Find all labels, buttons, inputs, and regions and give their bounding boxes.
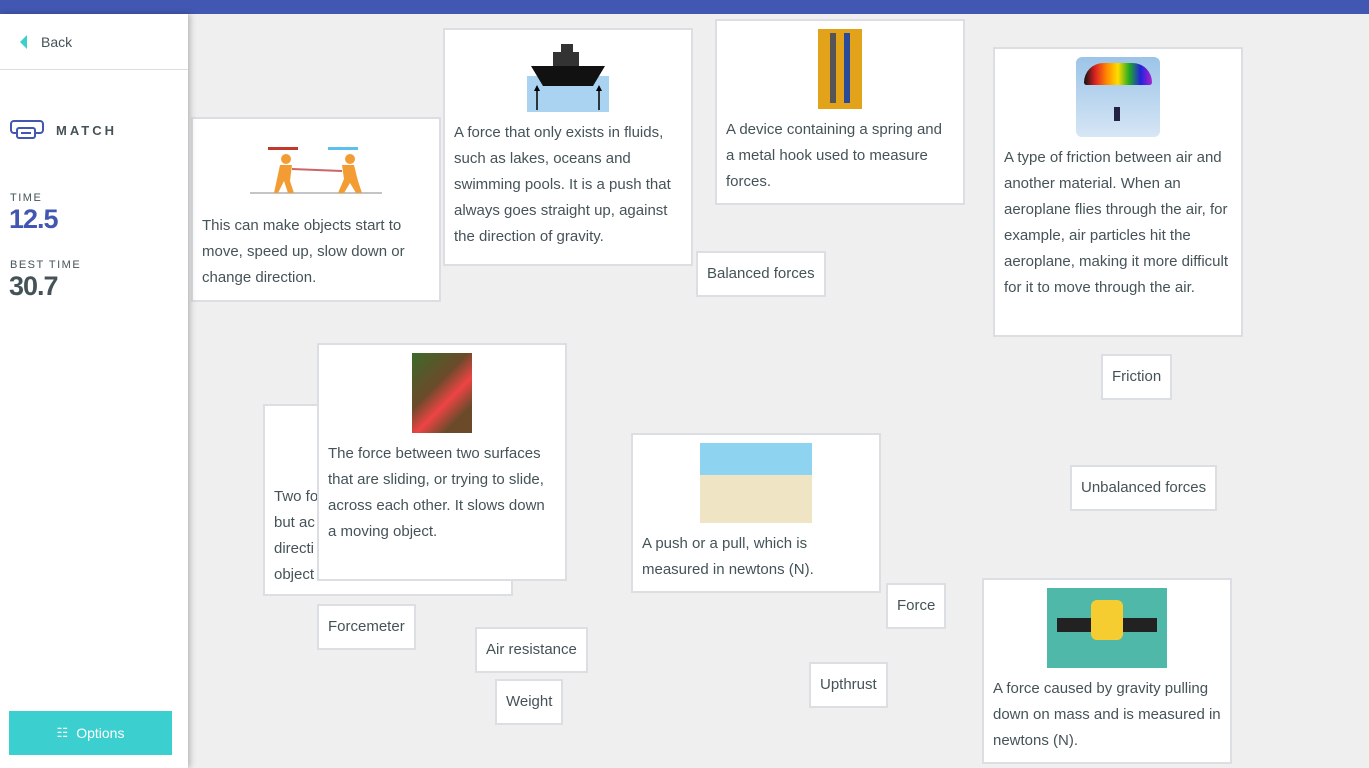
best-time-label: BEST TIME — [10, 259, 82, 271]
card-text-line: object — [274, 566, 315, 583]
card-text-line: but ac — [274, 514, 315, 531]
mode-title: MATCH — [10, 120, 188, 140]
forcemeter-image — [818, 29, 862, 109]
card-text-line: Two fo — [274, 488, 319, 505]
term-tile-balanced-forces[interactable]: Balanced forces — [696, 251, 826, 297]
term-tile-unbalanced-forces[interactable]: Unbalanced forces — [1070, 465, 1218, 511]
definition-card-force-effects[interactable]: This can make objects start to move, spe… — [191, 117, 441, 302]
definition-card-force[interactable]: A push or a pull, which is measured in n… — [631, 433, 881, 593]
tug-of-war-photo-image — [700, 443, 812, 523]
term-tile-force[interactable]: Force — [886, 583, 947, 629]
time-label: TIME — [10, 192, 43, 204]
definition-card-upthrust[interactable]: A force that only exists in fluids, such… — [443, 28, 693, 266]
ship-upthrust-image — [527, 44, 609, 112]
tug-of-war-image — [250, 147, 382, 194]
card-text: A push or a pull, which is measured in n… — [642, 535, 814, 578]
card-text: The force between two surfaces that are … — [328, 445, 545, 540]
term-tile-air-resistance[interactable]: Air resistance — [475, 627, 588, 673]
sidebar: Back MATCH TIME 12.5 BEST TIME 30.7 ☷ Opt… — [0, 14, 188, 768]
options-button[interactable]: ☷ Options — [9, 711, 172, 755]
parachute-image — [1076, 57, 1160, 137]
card-text: A type of friction between air and anoth… — [1004, 149, 1229, 296]
back-arrow-icon — [20, 34, 27, 49]
definition-card-forcemeter[interactable]: A device containing a spring and a metal… — [715, 19, 965, 205]
lego-weightlifter-image — [1047, 588, 1167, 668]
top-bar — [0, 0, 1369, 14]
card-text: A force that only exists in fluids, such… — [454, 124, 671, 245]
options-label: Options — [76, 725, 125, 741]
back-label: Back — [41, 33, 73, 50]
card-text: A force caused by gravity pulling down o… — [993, 680, 1221, 749]
term-tile-upthrust[interactable]: Upthrust — [809, 662, 888, 708]
definition-card-friction[interactable]: The force between two surfaces that are … — [317, 343, 567, 581]
slide-image — [412, 353, 472, 433]
definition-card-weight[interactable]: A force caused by gravity pulling down o… — [982, 578, 1232, 764]
match-icon — [10, 120, 44, 139]
back-button[interactable]: Back — [0, 14, 188, 70]
best-time-value: 30.7 — [9, 271, 59, 301]
time-value: 12.5 — [9, 204, 59, 234]
mode-label: MATCH — [56, 122, 117, 138]
sliders-icon: ☷ — [56, 725, 69, 740]
term-tile-forcemeter[interactable]: Forcemeter — [317, 604, 416, 650]
card-text: A device containing a spring and a metal… — [726, 121, 942, 190]
term-tile-friction[interactable]: Friction — [1101, 354, 1173, 400]
card-text: This can make objects start to move, spe… — [202, 217, 405, 286]
definition-card-air-resistance[interactable]: A type of friction between air and anoth… — [993, 47, 1243, 337]
card-text-line: directi — [274, 540, 315, 557]
term-tile-weight[interactable]: Weight — [495, 679, 564, 725]
